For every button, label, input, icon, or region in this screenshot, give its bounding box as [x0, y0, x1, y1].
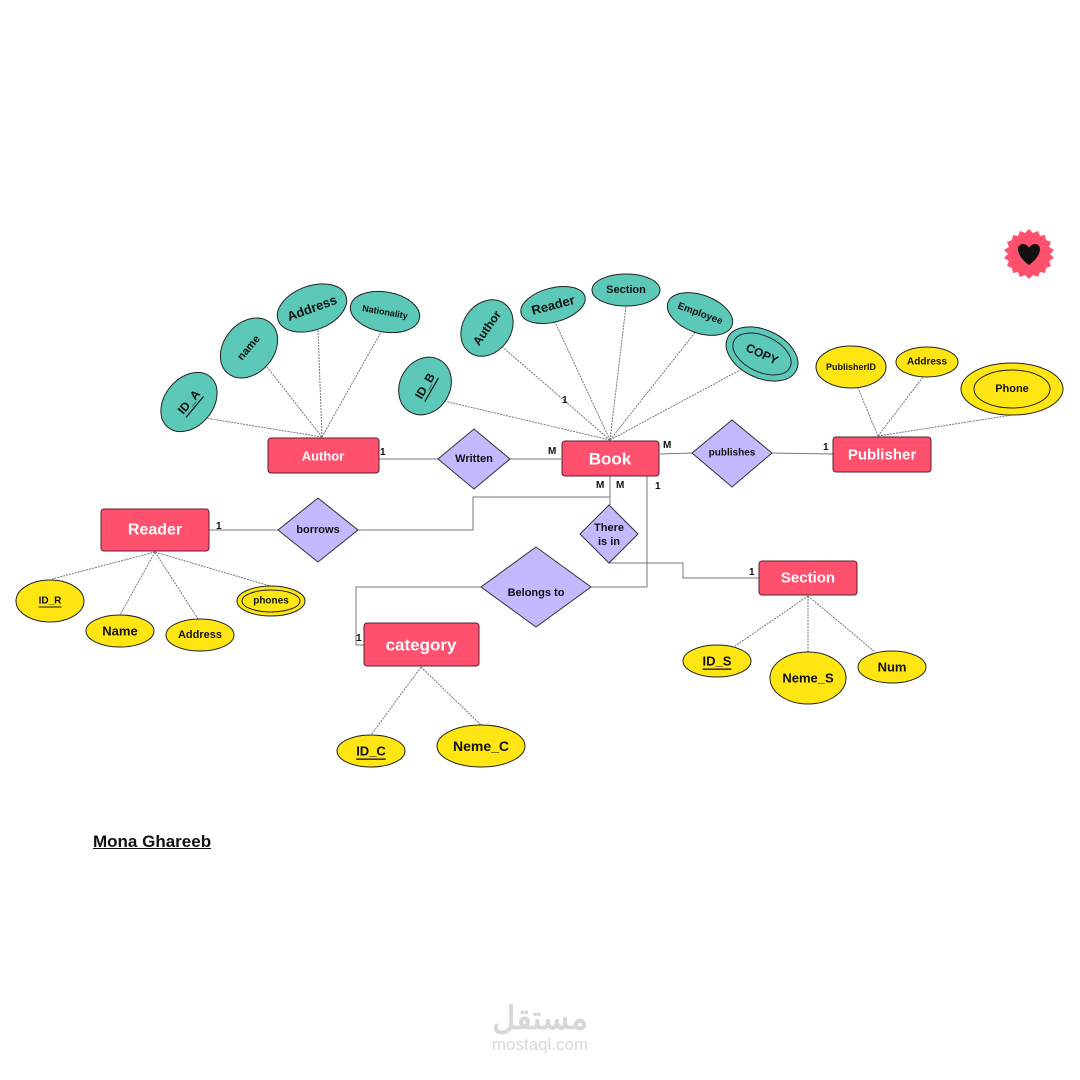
cardinality-section-there-is-in: 1	[749, 567, 755, 578]
relationship-belongs-to[interactable]: Belongs to	[480, 546, 592, 628]
attribute-employee[interactable]: Employee	[662, 285, 739, 344]
relationship-label: is in	[598, 536, 620, 548]
signature: Mona Ghareeb	[93, 832, 212, 851]
attribute-label: Address	[178, 629, 222, 641]
entity-label: Publisher	[848, 447, 917, 464]
entity-section[interactable]: Section	[758, 560, 858, 596]
attribute-id-b[interactable]: ID_B	[388, 348, 461, 425]
relationship-written[interactable]: Written	[437, 428, 511, 490]
cardinality-book-written: M	[548, 446, 556, 457]
relationship-borrows[interactable]: borrows	[277, 497, 359, 563]
entity-label: Book	[589, 450, 632, 469]
attribute-label: phones	[253, 596, 289, 607]
attribute-id-s[interactable]: ID_S	[682, 644, 752, 678]
attribute-author-address[interactable]: Address	[271, 275, 354, 341]
attribute-id-c[interactable]: ID_C	[336, 734, 406, 768]
attribute-neme-s[interactable]: Neme_S	[769, 651, 847, 705]
cardinality-author-written: 1	[380, 447, 386, 458]
relationship-publishes[interactable]: publishes	[691, 419, 773, 488]
entity-book[interactable]: Book	[561, 440, 660, 477]
attribute-reader-name[interactable]: Name	[85, 614, 155, 648]
cardinality-book-belongs-to: 1	[655, 481, 661, 492]
attribute-publisher-id[interactable]: PublisherID	[815, 345, 887, 389]
attribute-phone-multivalued[interactable]: Phone	[960, 362, 1064, 416]
cardinality-book-there-is-in: M	[616, 480, 624, 491]
entity-label: Reader	[128, 522, 182, 539]
attribute-phones-multivalued[interactable]: phones	[236, 585, 306, 617]
cardinality-publisher-publishes: 1	[823, 442, 829, 453]
attribute-label: Neme_C	[453, 738, 509, 754]
relationship-label: Belongs to	[508, 587, 565, 599]
relationship-label: Written	[455, 453, 493, 465]
cardinality-category-belongs-to: 1	[356, 633, 362, 644]
attribute-label: Neme_S	[782, 671, 834, 686]
attribute-id-r[interactable]: ID_R	[15, 579, 85, 623]
relationship-label: borrows	[296, 524, 339, 536]
attribute-id-a[interactable]: ID_A	[149, 361, 228, 442]
attribute-publisher-address[interactable]: Address	[895, 346, 959, 378]
attribute-reader-address[interactable]: Address	[165, 618, 235, 652]
entity-category[interactable]: category	[363, 622, 480, 667]
watermark: مستقل mostaql.com	[470, 1000, 610, 1054]
attribute-label: ID_S	[703, 654, 732, 669]
entity-reader[interactable]: Reader	[100, 508, 210, 552]
attribute-neme-c[interactable]: Neme_C	[436, 724, 526, 768]
cardinality-book-publishes: M	[663, 440, 671, 451]
cardinality-book-borrows: M	[596, 480, 604, 491]
connectors	[51, 305, 1013, 736]
attribute-book-author[interactable]: Author	[450, 290, 524, 367]
attribute-name[interactable]: name	[209, 307, 290, 390]
entity-publisher[interactable]: Publisher	[832, 436, 932, 473]
attribute-label: ID_C	[356, 744, 386, 759]
entity-label: Author	[302, 449, 345, 464]
cardinality-book-reader-attr: 1	[562, 395, 568, 406]
entity-label: Section	[781, 570, 835, 587]
attribute-label: Num	[878, 660, 907, 675]
attribute-label: Address	[907, 357, 947, 368]
cardinality-labels: 1 M M 1 1 1 M M 1 1 1	[216, 395, 829, 644]
relationship-there-is-in[interactable]: There is in	[579, 504, 639, 564]
relationship-label: There	[594, 522, 624, 534]
attribute-book-reader[interactable]: Reader	[517, 280, 590, 330]
attribute-label: Phone	[995, 383, 1029, 395]
attribute-num[interactable]: Num	[857, 650, 927, 684]
relationship-label: publishes	[709, 448, 756, 459]
attribute-label: Name	[102, 624, 137, 639]
entity-author[interactable]: Author	[267, 437, 380, 474]
heart-badge-icon	[1004, 229, 1054, 279]
attribute-label: PublisherID	[826, 362, 877, 372]
attribute-label: Section	[606, 284, 646, 296]
watermark-arabic: مستقل	[492, 1000, 588, 1036]
entity-label: category	[386, 636, 457, 655]
attribute-copy-multivalued[interactable]: COPY	[717, 316, 806, 392]
cardinality-reader-borrows: 1	[216, 521, 222, 532]
attribute-label: ID_R	[39, 596, 63, 607]
attribute-nationality[interactable]: Nationality	[347, 286, 423, 338]
watermark-latin: mostaql.com	[491, 1035, 589, 1054]
attribute-book-section[interactable]: Section	[591, 273, 661, 307]
